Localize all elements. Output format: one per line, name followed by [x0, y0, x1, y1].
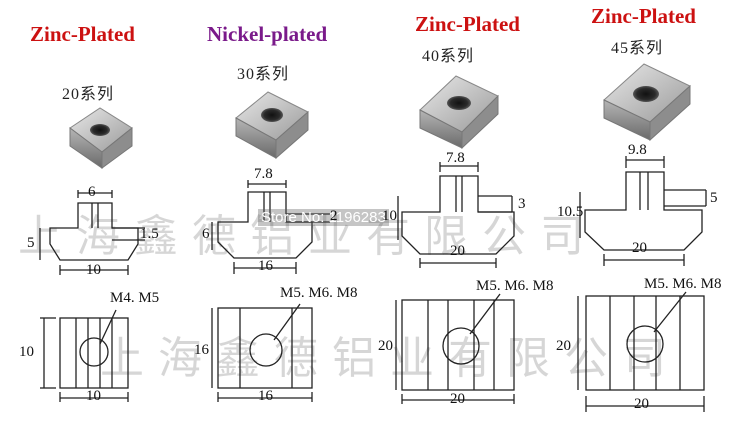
- thread-20: M4. M5: [110, 290, 160, 306]
- dim-45-top: 9.8: [628, 142, 647, 158]
- dim-20-right: 1.5: [140, 226, 159, 242]
- dim-40-top: 7.8: [446, 150, 465, 166]
- dim-20-bottom: 10: [86, 262, 101, 278]
- profile-drawing-45: [579, 156, 707, 266]
- dim-45-right: 5: [710, 190, 718, 206]
- title-40: Zinc-Plated: [415, 12, 520, 36]
- plan-30-side: 16: [194, 342, 209, 358]
- title-45: Zinc-Plated: [591, 4, 696, 28]
- dim-40-bottom: 20: [450, 243, 465, 259]
- dim-40-left: 10: [382, 208, 397, 224]
- nut-photo-20: [69, 107, 133, 169]
- dim-45-bottom: 20: [632, 240, 647, 256]
- dim-45-left: 10.5: [557, 204, 584, 220]
- dim-20-top: 6: [88, 184, 96, 200]
- thread-30: M5. M6. M8: [280, 285, 358, 301]
- dim-30-left: 6: [202, 226, 210, 242]
- profile-drawing-30: [211, 180, 330, 274]
- plan-45-bottom: 20: [634, 396, 649, 412]
- dim-40-right: 3: [518, 196, 526, 212]
- plan-30-bottom: 16: [258, 388, 273, 404]
- plan-20-side: 10: [19, 344, 34, 360]
- series-label-30: 30系列: [237, 66, 290, 83]
- plan-45-side: 20: [556, 338, 571, 354]
- title-20: Zinc-Plated: [30, 22, 135, 46]
- dim-30-right: 2: [330, 208, 338, 224]
- series-label-45: 45系列: [611, 40, 664, 57]
- thread-40: M5. M6. M8: [476, 278, 554, 294]
- nut-photo-45: [603, 63, 691, 142]
- plan-40-bottom: 20: [450, 391, 465, 407]
- profile-drawing-20: [39, 190, 145, 275]
- plan-drawing-45: [577, 291, 705, 412]
- title-30: Nickel-plated: [207, 22, 328, 46]
- thread-45: M5. M6. M8: [644, 276, 722, 292]
- dim-30-top: 7.8: [254, 166, 273, 182]
- plan-drawing-40: [395, 293, 515, 404]
- nut-photo-30: [235, 91, 309, 160]
- watermark-text-bottom: 上海鑫德铝业有限公司: [100, 333, 680, 384]
- series-label-40: 40系列: [422, 48, 475, 65]
- plan-20-bottom: 10: [86, 388, 101, 404]
- nut-photo-40: [419, 75, 499, 150]
- plan-40-side: 20: [378, 338, 393, 354]
- series-label-20: 20系列: [62, 86, 115, 103]
- store-watermark: Store No: 1196283: [258, 209, 389, 226]
- plan-drawing-30: [211, 303, 313, 402]
- plan-drawing-20: [40, 309, 129, 402]
- dim-20-left: 5: [27, 235, 35, 251]
- profile-drawing-40: [397, 162, 515, 268]
- dim-30-bottom: 16: [258, 258, 273, 274]
